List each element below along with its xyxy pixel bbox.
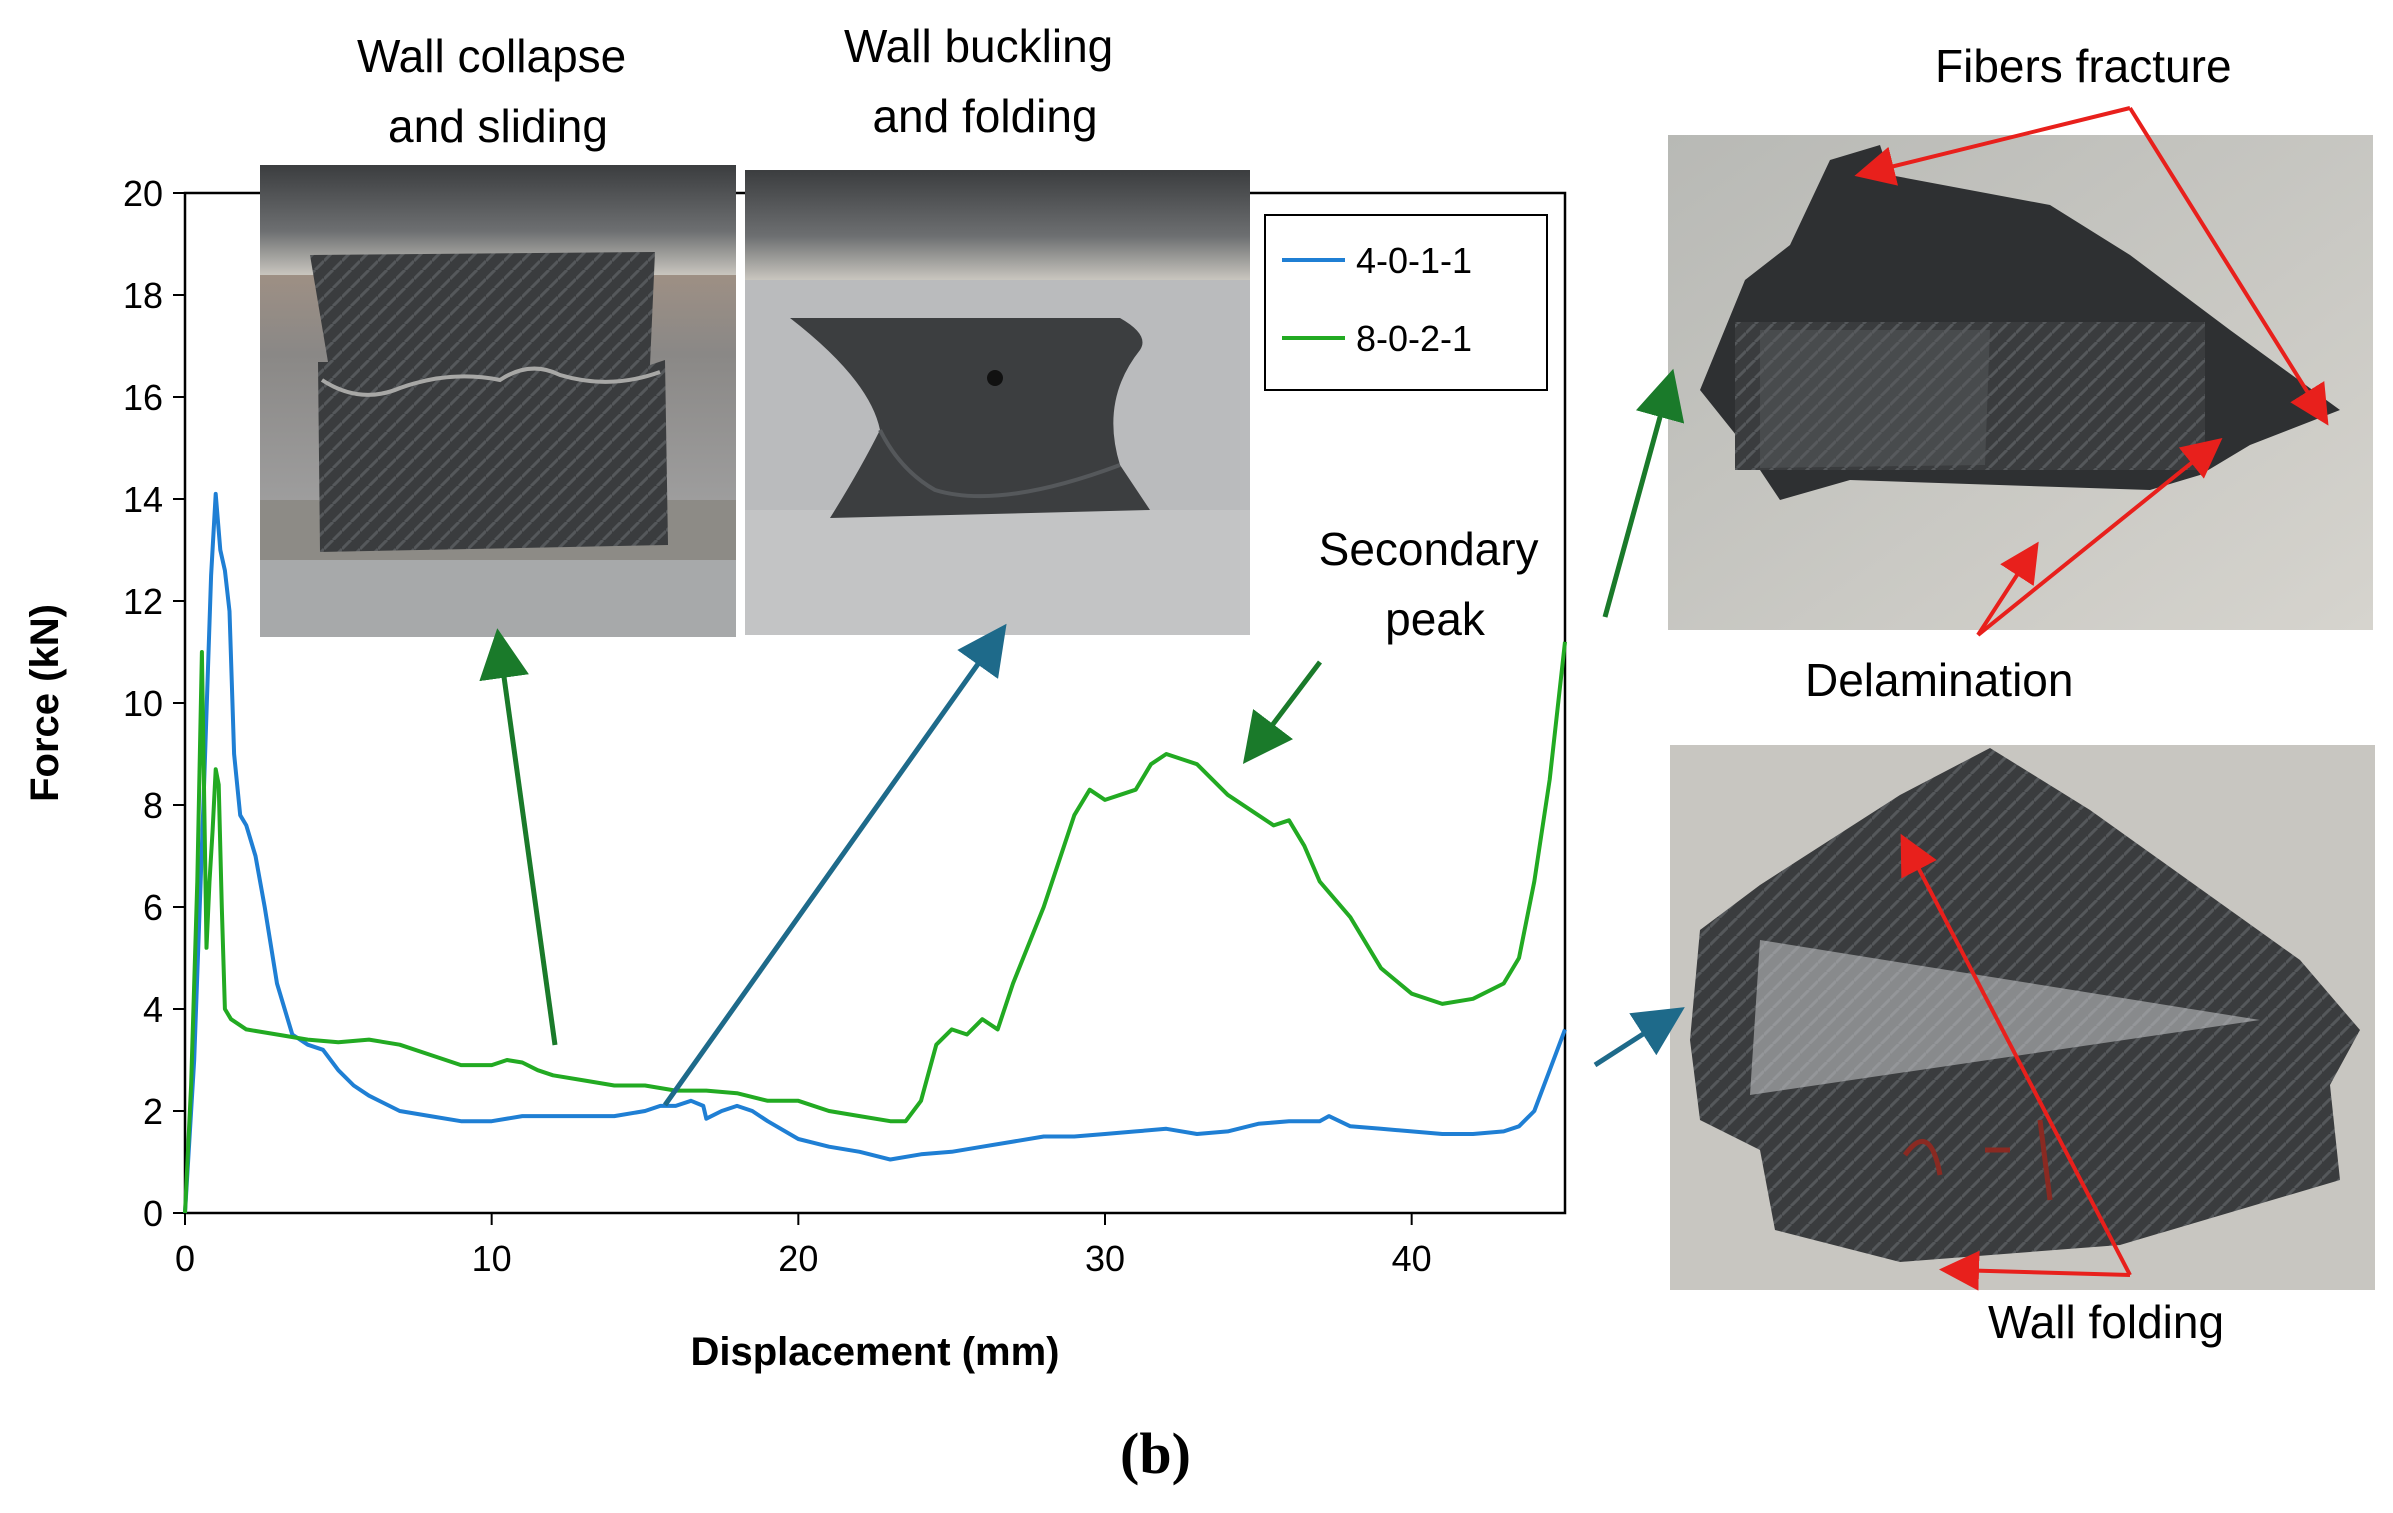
arrow-fold-1: [1900, 833, 2132, 1276]
label-delamination: Delamination: [1805, 654, 2073, 706]
arrow-delam-1: [1976, 437, 2223, 637]
x-tick-label: 0: [175, 1238, 195, 1279]
label-fibers-fracture: Fibers fracture: [1935, 40, 2232, 92]
y-tick-label: 8: [143, 785, 163, 826]
label-wall-collapse: Wall collapse and sliding: [357, 30, 639, 152]
arrow-collapse: [479, 628, 558, 1046]
series-line-4-0-1-1: [183, 491, 1567, 1214]
panel-label: (b): [1120, 1420, 1191, 1487]
annotation-arrows: [479, 106, 2329, 1291]
arrow-fibers-2: [2128, 106, 2329, 426]
legend-label-4011: 4-0-1-1: [1356, 240, 1472, 281]
label-wall-collapse-line2: and sliding: [388, 100, 608, 152]
y-tick-label: 6: [143, 887, 163, 928]
y-tick-label: 18: [123, 275, 163, 316]
label-wall-buckling-line1: Wall buckling: [844, 20, 1113, 72]
arrow-fibers-1: [1854, 106, 2131, 186]
photo-wall-buckling: [745, 170, 1250, 635]
arrow-secondary: [1242, 660, 1322, 764]
series-line-8-0-2-1: [183, 641, 1567, 1214]
x-tick-label: 20: [778, 1238, 818, 1279]
arrow-to-bottom-photo: [1593, 1007, 1685, 1068]
y-tick-label: 0: [143, 1193, 163, 1234]
label-wall-buckling: Wall buckling and folding: [844, 20, 1126, 142]
x-tick-label: 30: [1085, 1238, 1125, 1279]
legend: 4-0-1-1 8-0-2-1: [1264, 214, 1548, 391]
y-tick-label: 10: [123, 683, 163, 724]
photo-wall-collapse: [260, 165, 736, 637]
arrow-delam-2: [1976, 541, 2039, 637]
y-tick-label: 2: [143, 1091, 163, 1132]
y-axis-label: Force (kN): [23, 604, 67, 802]
label-secondary-peak-line1: Secondary: [1319, 523, 1539, 575]
label-secondary-peak: Secondary peak: [1319, 523, 1552, 645]
label-wall-collapse-line1: Wall collapse: [357, 30, 626, 82]
photo-specimen-top: [1668, 135, 2373, 630]
arrow-fold-2: [1939, 1250, 2131, 1291]
label-wall-buckling-line2: and folding: [872, 90, 1097, 142]
y-tick-label: 16: [123, 377, 163, 418]
label-secondary-peak-line2: peak: [1385, 593, 1486, 645]
y-tick-label: 14: [123, 479, 163, 520]
y-tick-label: 20: [123, 173, 163, 214]
legend-box: [1264, 214, 1548, 391]
x-axis-ticks: 0 10 20 30 40: [175, 1213, 1432, 1279]
y-tick-label: 12: [123, 581, 163, 622]
legend-label-8021: 8-0-2-1: [1356, 318, 1472, 359]
x-tick-label: 40: [1392, 1238, 1432, 1279]
x-tick-label: 10: [472, 1238, 512, 1279]
y-tick-label: 4: [143, 989, 163, 1030]
label-wall-folding: Wall folding: [1988, 1296, 2224, 1348]
series-layer: [183, 491, 1567, 1214]
y-axis-ticks: 0 2 4 6 8 10 12 14 16 18 20: [123, 173, 185, 1234]
arrow-to-top-photo: [1602, 368, 1685, 618]
arrow-buckling: [662, 623, 1007, 1107]
x-axis-label: Displacement (mm): [691, 1330, 1060, 1374]
photo-specimen-bottom: [1670, 745, 2375, 1290]
panel-label-text: (b): [1120, 1421, 1191, 1486]
